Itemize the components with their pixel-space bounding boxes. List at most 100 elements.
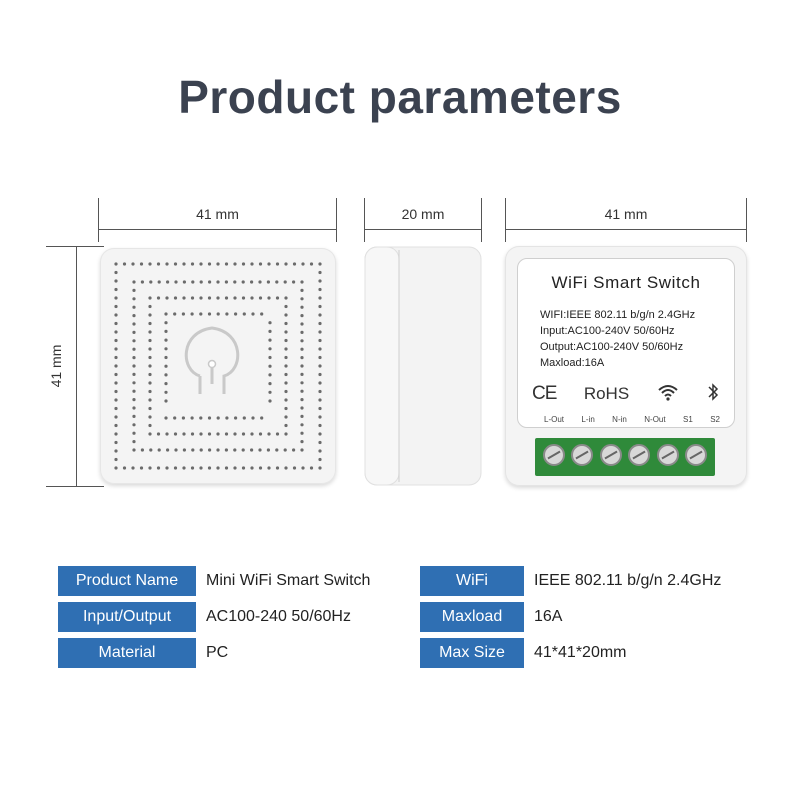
vent-dot [224,432,229,436]
param-value: AC100-240 50/60Hz [206,608,351,625]
vent-dot [318,381,322,385]
vent-dot [309,466,314,470]
terminal-label: N-in [612,415,627,424]
vent-dot [207,312,212,316]
dimension-tick [364,198,365,242]
vent-dot [148,313,152,317]
vent-dot [300,330,304,334]
vent-dot [173,296,178,300]
vent-dot [284,330,288,334]
vent-dot [242,312,246,316]
vent-dot [131,466,135,470]
vent-dot [148,304,152,309]
dimension-tick [46,246,104,247]
vent-dot [114,381,118,385]
vent-dot [156,432,161,436]
vent-dot [241,448,245,452]
vent-dot [140,448,144,452]
vent-dot [300,364,304,368]
back-width-label: 41 mm [604,206,648,222]
vent-dot [318,423,322,428]
terminal-label: N-Out [644,415,666,424]
device-front-view [100,248,336,484]
vent-dot [267,296,271,300]
vent-dot [164,390,168,394]
vent-dot [148,381,152,385]
cert-row: CE RoHS [532,382,720,405]
vent-dot [292,280,296,284]
vent-dot [309,262,314,266]
vent-dot [250,296,254,300]
vent-dot [268,347,272,351]
vent-dot [300,322,304,326]
vent-dot [318,449,322,453]
vent-dot [318,304,322,309]
dimension-tick [98,198,99,242]
vent-dot [132,423,136,427]
vent-dot [300,297,304,301]
vent-dot [250,262,254,266]
vent-dot [156,466,161,470]
device-label-line: WIFI:IEEE 802.11 b/g/n 2.4GHz [540,309,696,321]
vent-dot [258,466,263,470]
vent-dot [268,390,272,394]
vent-dot [300,314,304,318]
terminal-screw [628,444,650,466]
vent-dot [149,280,153,284]
vent-dot [207,416,212,420]
vent-dot [275,262,280,266]
device-label-line: Input:AC100-240V 50/60Hz [540,325,675,337]
vent-dot [300,423,304,427]
param-value: 41*41*20mm [534,644,627,661]
vent-dot [318,347,322,351]
vent-dot [132,305,136,309]
vent-dot [132,431,136,435]
vent-dot [251,416,255,420]
vent-dot [258,280,262,284]
vent-dot [199,262,203,266]
vent-dot [148,466,152,470]
vent-dot [164,355,168,360]
vent-dot [114,355,118,360]
vent-dot [132,389,136,393]
vent-dot [284,398,288,402]
terminal-label: S1 [683,415,693,424]
vent-dot [300,431,304,435]
vent-dot [216,280,220,284]
vent-dot [165,466,169,470]
vent-dot [132,372,136,376]
vent-dot [300,414,304,418]
vent-dot [318,432,322,436]
vent-dot [165,262,169,266]
vent-dot [300,398,304,402]
vent-dot [164,321,168,325]
vent-dot [250,432,254,436]
vent-dot [284,355,288,360]
vent-dot [114,287,118,292]
vent-dot [207,296,212,300]
vent-dot [148,406,152,411]
vent-dot [216,262,220,266]
vent-dot [114,304,118,309]
vent-dot [122,262,127,266]
vent-dot [164,364,168,368]
vent-dot [266,448,270,452]
dimension-tick [746,198,747,242]
vent-dot [268,355,272,360]
param-key: Product Name [58,566,196,596]
dimension-line [364,229,482,230]
vent-dot [132,414,136,418]
vent-dot [207,466,212,470]
vent-dot [318,389,322,394]
vent-dot [148,372,152,377]
vent-dot [182,448,186,452]
vent-dot [284,423,288,428]
vent-dot [148,432,152,436]
terminal-screw [685,444,707,466]
vent-dot [114,262,118,266]
vent-dot [241,432,246,436]
vent-dot [199,466,203,470]
terminal-screw [600,444,622,466]
vent-dot [156,296,161,300]
vent-dot [149,448,153,452]
